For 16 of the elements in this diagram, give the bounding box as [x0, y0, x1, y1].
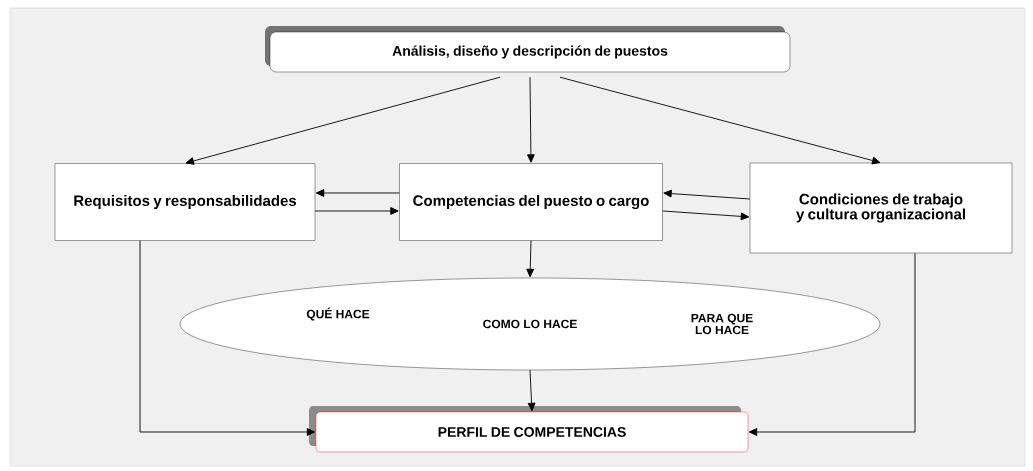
result-box: PERFIL DE COMPETENCIAS	[309, 406, 749, 453]
arrow	[314, 207, 399, 215]
arrow	[527, 76, 535, 163]
arrow	[139, 240, 316, 436]
title-box: Análisis, diseño y descripción de puestos	[265, 26, 791, 73]
process-box: Requisitos y responsabilidades	[54, 163, 316, 241]
arrow	[748, 252, 916, 436]
arrow	[185, 76, 501, 165]
arrow	[526, 240, 535, 278]
arrow	[663, 189, 751, 200]
arrow	[662, 210, 750, 221]
arrow	[559, 76, 881, 165]
process-box: Condiciones de trabajo y cultura organizacional	[749, 162, 1013, 254]
arrow	[527, 369, 536, 412]
process-box: Competencias del puesto o cargo	[399, 163, 663, 241]
arrow	[315, 189, 400, 197]
